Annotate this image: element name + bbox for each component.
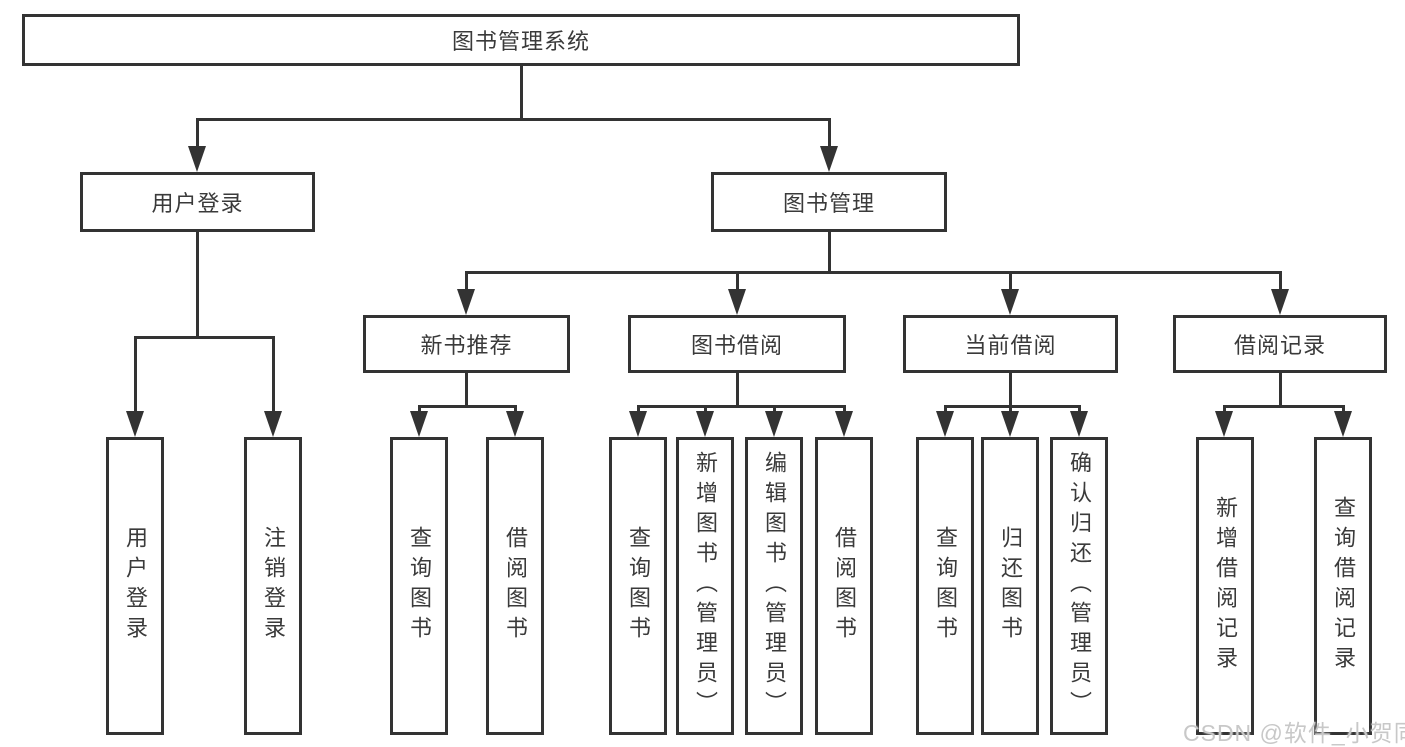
- connector-line: [465, 271, 468, 293]
- arrow-down-icon: [1334, 411, 1352, 437]
- node-query-books-current: 查询图书: [916, 437, 974, 735]
- connector-line: [637, 405, 640, 415]
- arrow-down-icon: [188, 146, 206, 172]
- connector-line: [134, 336, 137, 413]
- connector-line: [1342, 405, 1345, 415]
- node-new-book-recommend: 新书推荐: [363, 315, 570, 373]
- arrow-down-icon: [820, 146, 838, 172]
- connector-line: [843, 405, 846, 415]
- node-logout-leaf: 注销登录: [244, 437, 302, 735]
- node-root-system: 图书管理系统: [22, 14, 1020, 66]
- connector-line: [1223, 405, 1226, 415]
- connector-line: [1279, 271, 1282, 293]
- node-book-management: 图书管理: [711, 172, 947, 232]
- connector-line: [637, 405, 846, 408]
- arrow-down-icon: [936, 411, 954, 437]
- connector-line: [418, 405, 421, 415]
- node-borrow-books-recommend: 借阅图书: [486, 437, 544, 735]
- node-login-leaf: 用户登录: [106, 437, 164, 735]
- node-add-books-admin: 新增图书（管理员）: [676, 437, 734, 735]
- connector-line: [196, 118, 199, 150]
- arrow-down-icon: [1215, 411, 1233, 437]
- connector-line: [736, 271, 739, 293]
- node-edit-books-admin: 编辑图书（管理员）: [745, 437, 803, 735]
- connector-line: [196, 232, 199, 336]
- connector-line: [1009, 405, 1012, 415]
- node-borrow-books-leaf: 借阅图书: [815, 437, 873, 735]
- node-user-login: 用户登录: [80, 172, 315, 232]
- connector-line: [134, 336, 275, 339]
- connector-line: [196, 118, 831, 121]
- arrow-down-icon: [1271, 289, 1289, 315]
- node-add-borrow-record: 新增借阅记录: [1196, 437, 1254, 735]
- node-return-books: 归还图书: [981, 437, 1039, 735]
- connector-line: [1223, 405, 1344, 408]
- arrow-down-icon: [457, 289, 475, 315]
- connector-line: [465, 271, 1282, 274]
- connector-line: [736, 373, 739, 405]
- connector-line: [272, 336, 275, 413]
- watermark: CSDN @软件_小贺同学: [1183, 720, 1405, 746]
- node-query-books-borrow: 查询图书: [609, 437, 667, 735]
- node-current-borrow: 当前借阅: [903, 315, 1118, 373]
- arrow-down-icon: [410, 411, 428, 437]
- connector-line: [828, 118, 831, 150]
- connector-line: [1279, 373, 1282, 405]
- arrow-down-icon: [765, 411, 783, 437]
- connector-line: [1009, 271, 1012, 293]
- connector-line: [944, 405, 947, 415]
- connector-line: [1009, 373, 1012, 405]
- arrow-down-icon: [629, 411, 647, 437]
- arrow-down-icon: [264, 411, 282, 437]
- connector-line: [944, 405, 1081, 408]
- connector-line: [520, 66, 523, 118]
- node-book-borrow: 图书借阅: [628, 315, 846, 373]
- arrow-down-icon: [1001, 411, 1019, 437]
- arrow-down-icon: [126, 411, 144, 437]
- connector-line: [828, 232, 831, 271]
- arrow-down-icon: [1070, 411, 1088, 437]
- arrow-down-icon: [1001, 289, 1019, 315]
- arrow-down-icon: [506, 411, 524, 437]
- connector-line: [1078, 405, 1081, 415]
- node-query-borrow-record: 查询借阅记录: [1314, 437, 1372, 735]
- connector-line: [773, 405, 776, 415]
- connector-line: [514, 405, 517, 415]
- node-query-books-recommend: 查询图书: [390, 437, 448, 735]
- connector-line: [704, 405, 707, 415]
- connector-line: [465, 373, 468, 405]
- node-confirm-return-admin: 确认归还（管理员）: [1050, 437, 1108, 735]
- arrow-down-icon: [835, 411, 853, 437]
- arrow-down-icon: [728, 289, 746, 315]
- connector-line: [418, 405, 517, 408]
- node-borrow-records: 借阅记录: [1173, 315, 1387, 373]
- arrow-down-icon: [696, 411, 714, 437]
